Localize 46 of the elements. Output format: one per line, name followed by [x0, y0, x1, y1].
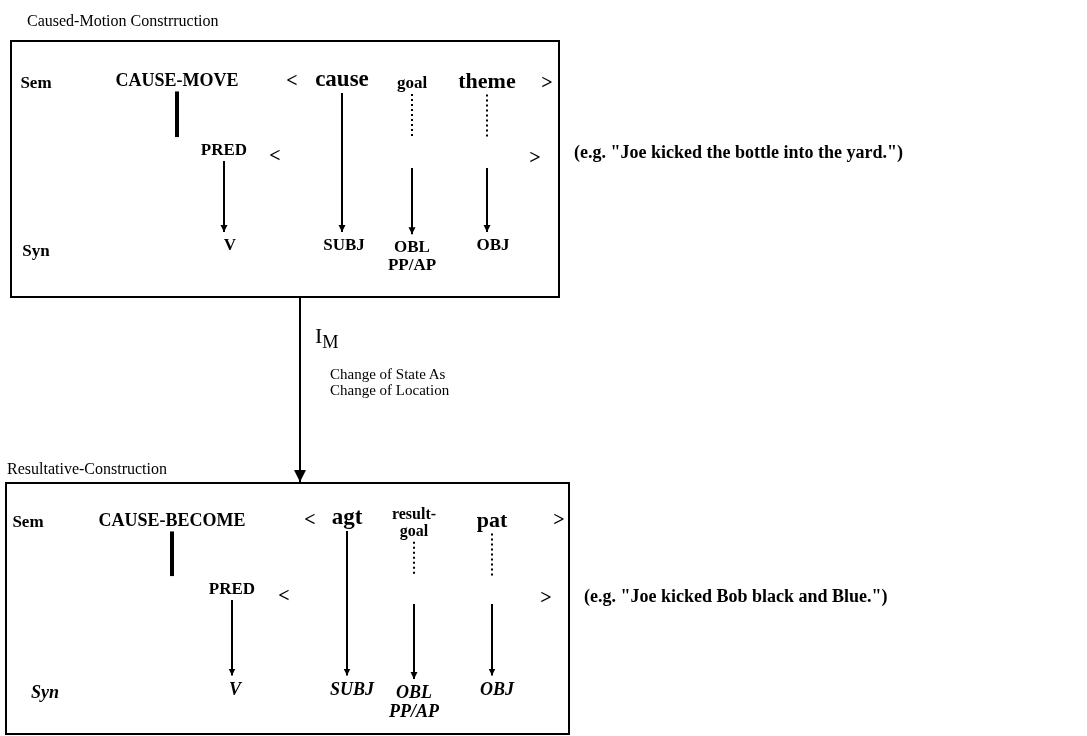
- arrow: [483, 93, 491, 234]
- row-label: Syn: [22, 242, 50, 260]
- role-term: V: [229, 679, 241, 699]
- role-term: result- goal: [391, 506, 437, 540]
- role-term: cause: [315, 66, 369, 92]
- angle-bracket: >: [553, 508, 565, 530]
- arrow: [220, 159, 228, 234]
- angle-bracket: <: [269, 144, 281, 166]
- example-sentence: (e.g. "Joe kicked Bob black and Blue."): [584, 586, 888, 607]
- role-term: OBJ: [476, 236, 510, 254]
- role-term: CAUSE-MOVE: [115, 70, 239, 90]
- role-term: OBL PP/AP: [389, 683, 439, 721]
- role-term: CAUSE-BECOME: [98, 510, 246, 530]
- role-term: SUBJ: [323, 236, 365, 254]
- row-label: Syn: [31, 682, 59, 702]
- angle-bracket: <: [286, 69, 298, 91]
- role-term: theme: [458, 69, 516, 93]
- link-line: [175, 91, 179, 138]
- example-sentence: (e.g. "Joe kicked the bottle into the yard."): [574, 142, 903, 163]
- role-term: PRED: [208, 580, 256, 598]
- role-term: OBL PP/AP: [387, 238, 437, 274]
- construction-title: Caused-Motion Constrruction: [27, 12, 219, 30]
- role-term: goal: [396, 74, 428, 92]
- role-term: PRED: [200, 141, 248, 159]
- link-line: [170, 531, 174, 577]
- arrow: [408, 92, 416, 236]
- arrow: [343, 530, 351, 677]
- mapping-note: Change of State As Change of Location: [330, 367, 451, 399]
- role-term: pat: [476, 508, 508, 532]
- role-term: OBJ: [480, 679, 514, 699]
- role-term: SUBJ: [330, 679, 374, 699]
- angle-bracket: <: [278, 584, 290, 606]
- angle-bracket: <: [304, 508, 316, 530]
- angle-bracket: >: [540, 586, 552, 608]
- role-term: V: [223, 236, 237, 254]
- arrow: [228, 598, 236, 677]
- arrow: [410, 540, 418, 681]
- role-term: agt: [331, 504, 363, 530]
- row-label: Sem: [12, 513, 44, 531]
- arrow: [338, 92, 346, 234]
- construction-title: Resultative-Construction: [7, 460, 167, 478]
- row-label: Sem: [20, 74, 52, 92]
- arrow: [488, 532, 496, 677]
- angle-bracket: >: [529, 146, 541, 168]
- angle-bracket: >: [541, 71, 553, 93]
- arrow: [294, 297, 306, 483]
